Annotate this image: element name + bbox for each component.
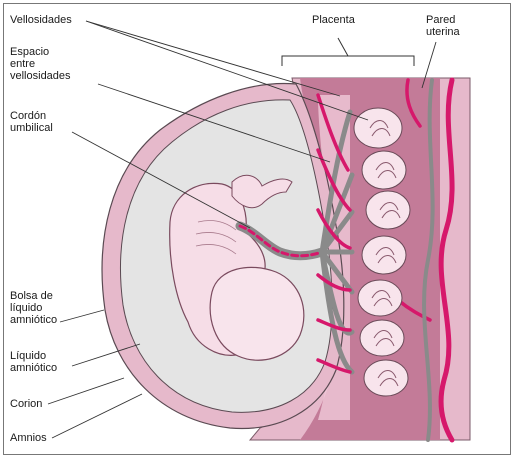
label-bolsa-line-3: amniótico: [10, 314, 57, 326]
label-bolsa-line-1: Bolsa de: [10, 290, 57, 302]
label-espacio-line-2: entre: [10, 58, 71, 70]
label-placenta: Placenta: [312, 14, 355, 26]
label-pared-line-1: Pared: [426, 14, 460, 26]
label-bolsa-liquido-amniotico: Bolsa de líquido amniótico: [10, 290, 57, 326]
label-corion: Corion: [10, 398, 42, 410]
label-cordon-umbilical: Cordón umbilical: [10, 110, 53, 134]
label-liquido-amniotico: Líquido amniótico: [10, 350, 57, 374]
label-espacio-entre-vellosidades: Espacio entre vellosidades: [10, 46, 71, 82]
label-espacio-line-1: Espacio: [10, 46, 71, 58]
placenta-bracket-tick: [338, 38, 348, 56]
label-pared-uterina: Pared uterina: [426, 14, 460, 38]
label-amnios: Amnios: [10, 432, 47, 444]
label-bolsa-line-2: líquido: [10, 302, 57, 314]
label-vellosidades: Vellosidades: [10, 14, 72, 26]
label-cordon-line-2: umbilical: [10, 122, 53, 134]
label-liquido-line-2: amniótico: [10, 362, 57, 374]
label-cordon-line-1: Cordón: [10, 110, 53, 122]
label-espacio-line-3: vellosidades: [10, 70, 71, 82]
fetus-head: [210, 267, 304, 360]
label-pared-line-2: uterina: [426, 26, 460, 38]
label-liquido-line-1: Líquido: [10, 350, 57, 362]
placenta-bracket: [282, 56, 414, 66]
